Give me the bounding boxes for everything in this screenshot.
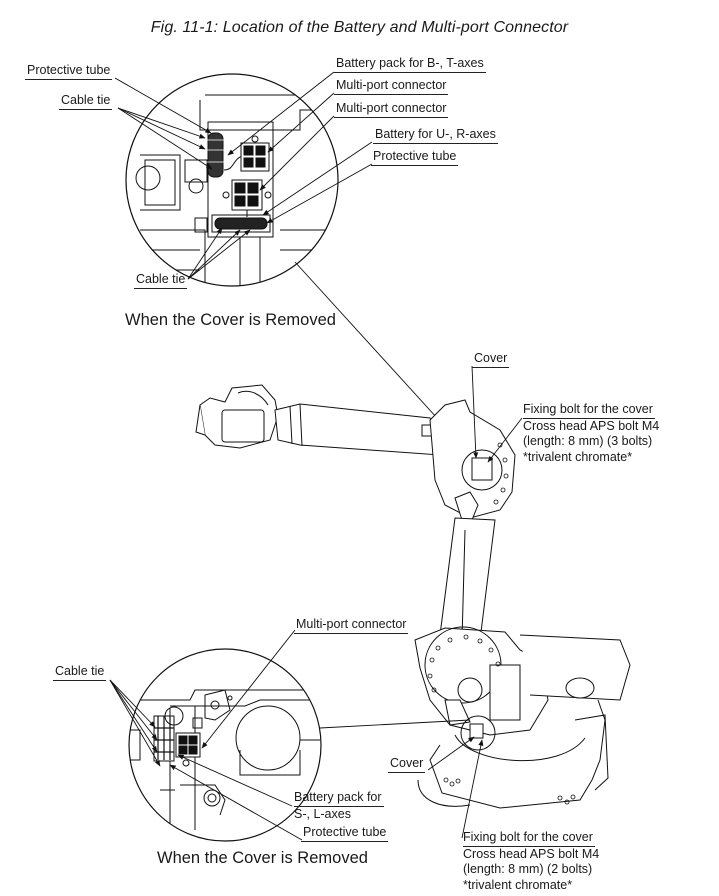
label-battery-u-r-axes: Battery for U-, R-axes	[373, 127, 498, 144]
lower-detail-circle	[128, 648, 322, 842]
fixing-bolt-lower-spec: Cross head APS bolt M4	[463, 846, 600, 861]
fixing-bolt-lower-note: Fixing bolt for the cover Cross head APS…	[463, 830, 599, 893]
fixing-bolt-upper-title: Fixing bolt for the cover	[523, 402, 655, 419]
lower-callout-leaders	[427, 736, 484, 839]
fixing-bolt-upper-spec: Cross head APS bolt M4	[523, 418, 660, 433]
fixing-bolt-upper-note: Fixing bolt for the cover Cross head APS…	[523, 402, 659, 465]
fixing-bolt-lower-finish: *trivalent chromate*	[463, 877, 573, 892]
label-multi-port-connector-lower: Multi-port connector	[294, 617, 409, 634]
label-cable-tie-lower: Cable tie	[53, 664, 107, 681]
label-protective-tube-lower: Protective tube	[301, 825, 389, 842]
upper-leader-lines	[114, 71, 469, 453]
upper-detail-circle	[125, 73, 339, 287]
fixing-bolt-upper-finish: *trivalent chromate*	[523, 449, 633, 464]
label-cable-tie-upper-bottom: Cable tie	[134, 272, 188, 289]
upper-callout-leaders	[471, 365, 523, 463]
robot-arm	[195, 384, 631, 809]
label-cover-lower: Cover	[388, 756, 426, 773]
label-cover-upper: Cover	[472, 351, 510, 368]
label-multi-port-connector-1: Multi-port connector	[334, 78, 449, 95]
caption-upper-cover-removed: When the Cover is Removed	[125, 311, 336, 329]
fixing-bolt-lower-title: Fixing bolt for the cover	[463, 830, 595, 847]
label-battery-pack-s-l-axes: Battery pack for S-, L-axes	[294, 790, 384, 822]
fixing-bolt-lower-length: (length: 8 mm) (2 bolts)	[463, 862, 593, 876]
caption-lower-cover-removed: When the Cover is Removed	[157, 849, 368, 867]
label-multi-port-connector-2: Multi-port connector	[334, 101, 449, 118]
label-cable-tie-upper-left: Cable tie	[59, 93, 113, 110]
battery-pack-s-l-line1: Battery pack for	[294, 790, 384, 807]
robot-bolt-holes	[427, 442, 576, 805]
fixing-bolt-upper-length: (length: 8 mm) (3 bolts)	[523, 434, 653, 448]
label-protective-tube-upper-right: Protective tube	[371, 149, 459, 166]
lower-leader-lines	[109, 629, 471, 841]
label-protective-tube-upper-left: Protective tube	[25, 63, 113, 80]
figure-title: Fig. 11-1: Location of the Battery and M…	[150, 19, 569, 36]
battery-pack-s-l-line2: S-, L-axes	[294, 806, 351, 821]
label-battery-pack-b-t-axes: Battery pack for B-, T-axes	[334, 56, 486, 73]
